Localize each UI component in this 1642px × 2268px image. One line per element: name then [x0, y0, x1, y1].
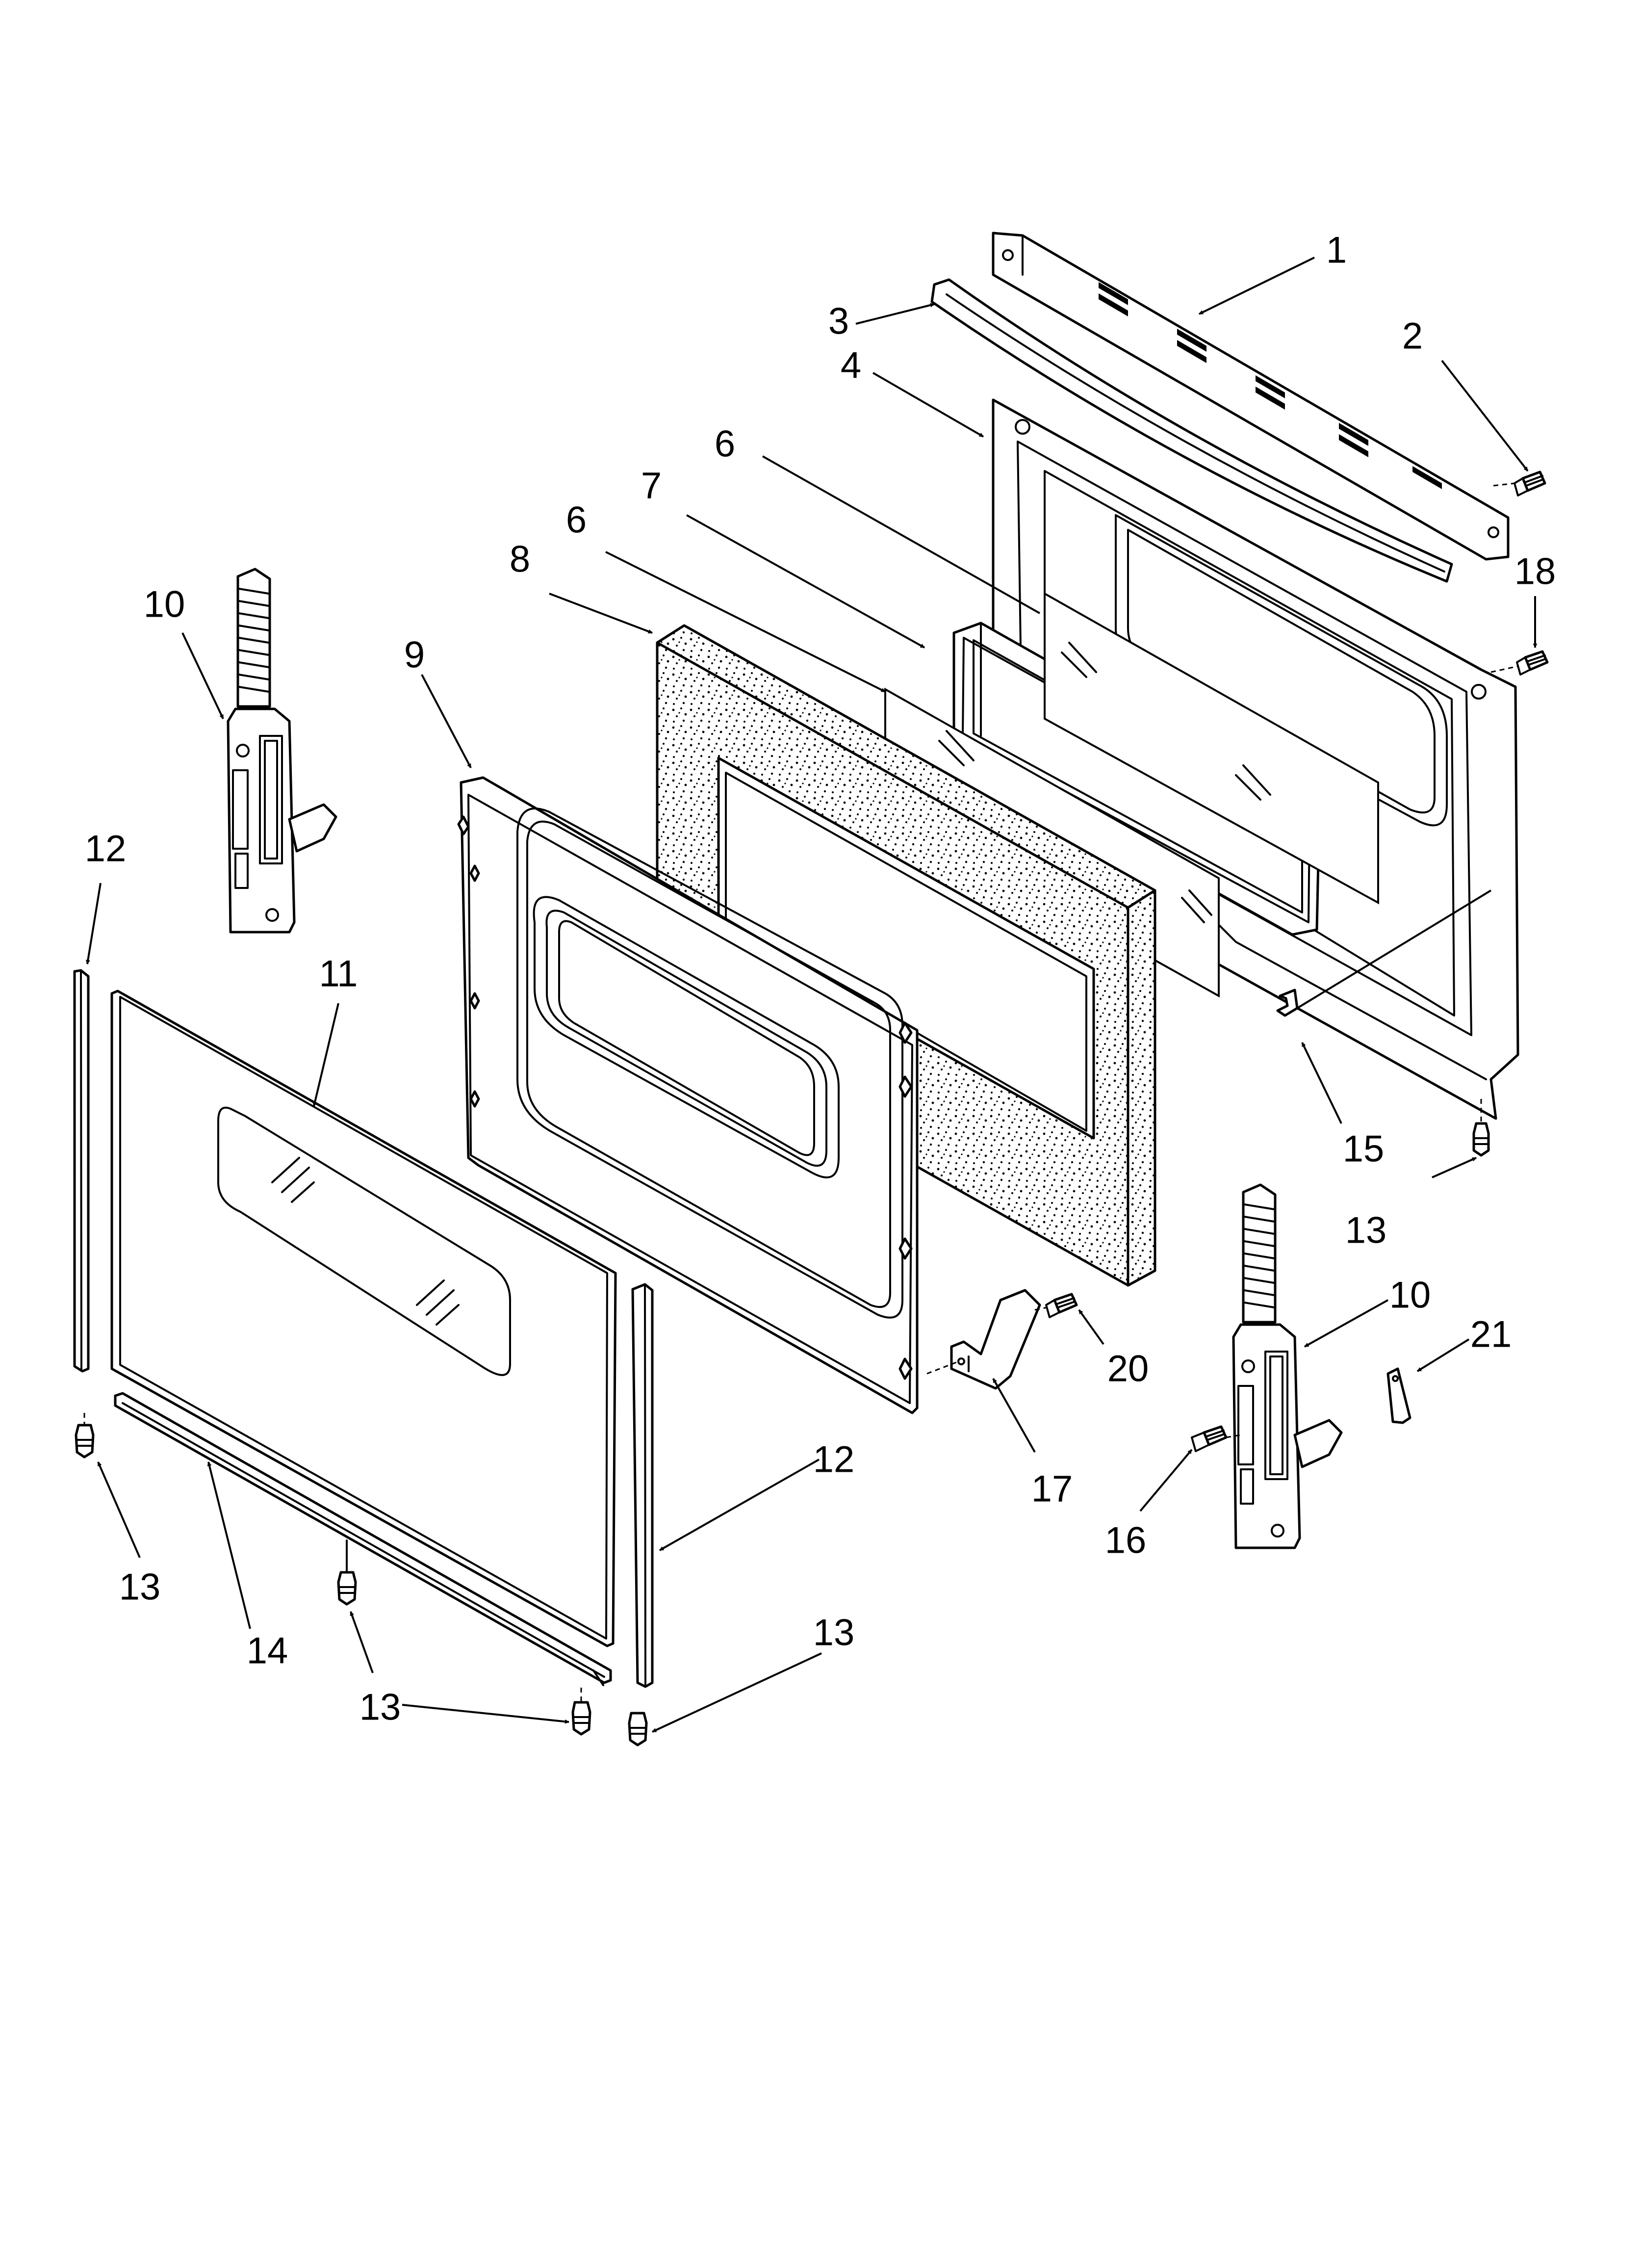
leader-lines [85, 257, 1538, 1733]
callout-12-upper: 12 [85, 828, 127, 870]
callout-10-upper: 10 [144, 584, 185, 626]
callout-3: 3 [828, 301, 849, 342]
callout-6-lower: 6 [566, 499, 587, 541]
bottom-trim [114, 1392, 612, 1686]
screw-16 [1191, 1425, 1228, 1452]
screw-20 [1045, 1293, 1078, 1318]
side-trim-left [73, 969, 90, 1373]
callout-11: 11 [319, 953, 358, 995]
callout-8: 8 [510, 539, 530, 580]
screw-2 [1514, 470, 1546, 496]
screw-13-bottom-b [628, 1712, 648, 1747]
screw-13-left [75, 1424, 95, 1459]
hinge-upper-left [227, 568, 337, 934]
callout-4: 4 [841, 345, 861, 387]
callout-labels: 1 2 3 4 6 7 6 8 18 10 9 12 11 15 13 10 2… [85, 230, 1556, 1728]
callout-21: 21 [1470, 1314, 1512, 1356]
callout-6-upper: 6 [715, 423, 735, 465]
assembly-lines [83, 482, 1518, 1438]
screw-18 [1516, 650, 1549, 676]
outer-door-panel [110, 990, 617, 1647]
key-plate [1386, 1367, 1411, 1424]
callout-1: 1 [1326, 230, 1347, 271]
hinge-lower-right [1232, 1183, 1343, 1549]
callout-13-bottom: 13 [359, 1687, 401, 1728]
callout-13-lower-right: 13 [813, 1612, 855, 1654]
callout-2: 2 [1402, 315, 1423, 357]
inner-glass-upper [1044, 592, 1379, 905]
callout-7: 7 [641, 465, 662, 507]
screw-13-right-upper [1472, 1122, 1490, 1157]
callout-15: 15 [1343, 1128, 1385, 1170]
door-insulation [656, 624, 1156, 1287]
clip [1276, 989, 1299, 1017]
callout-17: 17 [1031, 1468, 1073, 1510]
screw-13-center [337, 1539, 357, 1606]
inner-door-panel [457, 776, 919, 1414]
callout-20: 20 [1107, 1348, 1149, 1390]
callout-18: 18 [1514, 551, 1556, 593]
vent-trim [992, 232, 1510, 561]
callout-13-left: 13 [119, 1566, 161, 1608]
side-trim-right [631, 1283, 654, 1688]
callout-9: 9 [404, 634, 425, 676]
bracket [950, 1289, 1041, 1390]
callout-10-lower: 10 [1389, 1275, 1431, 1316]
callout-16: 16 [1105, 1520, 1147, 1562]
vent-slots [1099, 282, 1442, 489]
callout-12-lower: 12 [813, 1439, 855, 1481]
screw-13-bottom-a [571, 1688, 591, 1736]
callout-14: 14 [247, 1630, 288, 1672]
door-handle [930, 278, 1453, 583]
callout-13-right: 13 [1345, 1210, 1387, 1251]
